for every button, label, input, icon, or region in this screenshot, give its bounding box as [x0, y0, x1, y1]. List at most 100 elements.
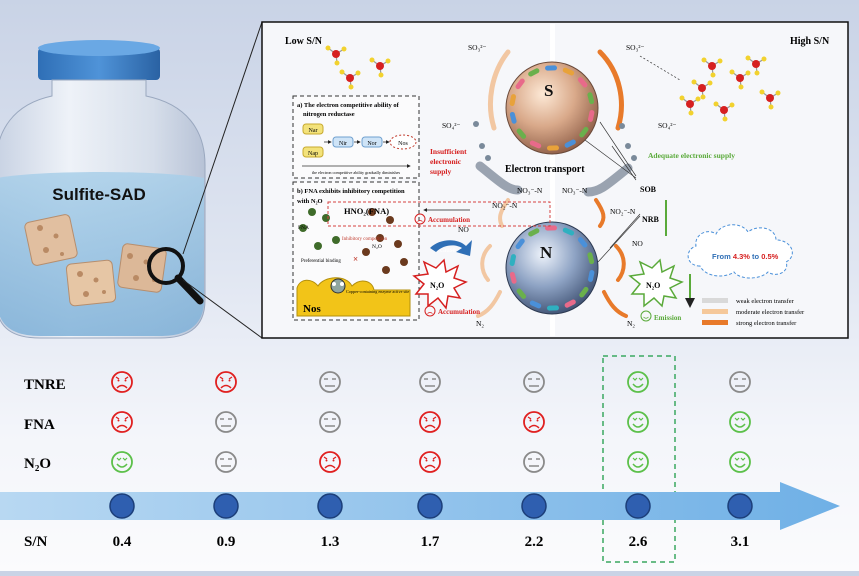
legend-swatch [702, 298, 728, 303]
inhibit-cross-icon: × [353, 254, 358, 264]
n2o-right: N₂O [646, 281, 660, 290]
neutral-face-icon [730, 372, 750, 392]
insufficient-line-2: electronic [430, 157, 462, 166]
n2o-left: N₂O [430, 281, 444, 290]
active-site-label: Copper-containing enzyme active site [346, 289, 409, 294]
sulfite-sad-jar: Sulfite-SAD [0, 22, 262, 338]
no3-right: NO₃⁻-N [562, 186, 588, 195]
sad-face-icon [524, 412, 544, 432]
sad-face-icon [112, 372, 132, 392]
box-a-caption: the electron competitive ability gradual… [312, 170, 401, 175]
so4-right: SO₄²⁻ [658, 121, 676, 130]
axis-marker [110, 494, 134, 518]
neutral-face-icon [524, 372, 544, 392]
enzyme-nor: Nor [367, 141, 376, 147]
axis-marker [318, 494, 342, 518]
box-b-title-2: with N₂O [297, 198, 323, 205]
cloud-from: From [712, 252, 733, 261]
so3-left: SO₃²⁻ [468, 43, 486, 52]
sad-face-icon [420, 452, 440, 472]
enzyme-nap: Nap [308, 151, 318, 157]
row-label-n2o: N₂O [24, 456, 51, 472]
box-a-title-1: a) The electron competitive ability of [297, 102, 400, 109]
cloud-value-2: 0.5% [761, 252, 778, 261]
row-label-fna: FNA [24, 417, 55, 433]
box-a-title-2: nitrogen reductase [303, 111, 355, 118]
s-label: S [544, 81, 553, 100]
accumulation-label-2: Accumulation [438, 308, 480, 316]
enzyme-nos: Nos [398, 141, 408, 147]
axis-label-sn: S/N [24, 534, 48, 550]
jar-label: Sulfite-SAD [52, 185, 146, 204]
sad-face-icon [320, 452, 340, 472]
jar-lid-top [38, 40, 160, 56]
neutral-face-icon [216, 412, 236, 432]
insufficient-line-1: Insufficient [430, 147, 467, 156]
sad-face-icon [216, 372, 236, 392]
sn-value: 2.2 [525, 534, 544, 550]
neutral-face-icon [420, 372, 440, 392]
sn-value: 3.1 [731, 534, 750, 550]
legend-swatch [702, 309, 728, 314]
neutral-face-icon [216, 452, 236, 472]
enzyme-nir: Nir [339, 141, 347, 147]
no3-left: NO₃⁻-N [517, 186, 543, 195]
box-b-n2o-label: N₂O [372, 244, 382, 250]
row-label-tnre: TNRE [24, 377, 66, 393]
preferential-binding-label: Preferential binding [301, 259, 341, 264]
protein-marker [547, 305, 559, 310]
emission-label: Emission [654, 314, 681, 322]
nrb-cell: N [506, 222, 598, 314]
low-sn-label: Low S/N [285, 36, 323, 47]
axis-marker [522, 494, 546, 518]
n2-right: N₂ [627, 319, 635, 328]
axis-marker [728, 494, 752, 518]
happy-face-icon [628, 412, 648, 432]
no-right: NO [632, 239, 643, 248]
cloud-value-1: 4.3% [733, 252, 750, 261]
hno2-label: HNO₂(FNA) [344, 206, 389, 216]
axis-marker [626, 494, 650, 518]
happy-face-icon [730, 452, 750, 472]
electron-transport-label: Electron transport [505, 164, 585, 175]
sn-value: 0.9 [217, 534, 236, 550]
face-grid [112, 372, 750, 472]
axis-marker [418, 494, 442, 518]
sn-value: 1.3 [321, 534, 340, 550]
mechanism-panel: Low S/N High S/N a) The electron competi… [262, 22, 848, 338]
legend-strong: strong electron transfer [736, 320, 797, 327]
high-sn-label: High S/N [790, 36, 830, 47]
axis-marker [214, 494, 238, 518]
fna-label: FNA [298, 225, 309, 231]
legend-moderate: moderate electron transfer [736, 309, 805, 316]
sad-face-icon [420, 412, 440, 432]
sn-value: 2.6 [629, 534, 648, 550]
legend-weak: weak electron transfer [736, 298, 795, 305]
n2-left: N₂ [476, 319, 484, 328]
cloud-to: to [750, 252, 761, 261]
sob-label: SOB [640, 185, 657, 194]
neutral-face-icon [524, 452, 544, 472]
sn-value: 1.7 [421, 534, 440, 550]
n-label: N [540, 243, 553, 262]
legend: weak electron transfer moderate electron… [702, 298, 805, 327]
legend-swatch [702, 320, 728, 325]
happy-face-icon [628, 452, 648, 472]
nos-label: Nos [303, 303, 321, 315]
neutral-face-icon [320, 372, 340, 392]
adequate-supply-label: Adequate electronic supply [648, 151, 735, 160]
happy-face-icon [730, 412, 750, 432]
so4-left: SO₄²⁻ [442, 121, 460, 130]
insufficient-line-3: supply [430, 167, 452, 176]
enzyme-nar: Nar [309, 128, 318, 134]
happy-face-icon [112, 452, 132, 472]
bound-molecule-icon [331, 279, 345, 293]
box-a: a) The electron competitive ability of n… [293, 96, 419, 178]
protein-marker [545, 225, 557, 230]
nrb-label: NRB [642, 215, 660, 224]
neutral-face-icon [320, 412, 340, 432]
